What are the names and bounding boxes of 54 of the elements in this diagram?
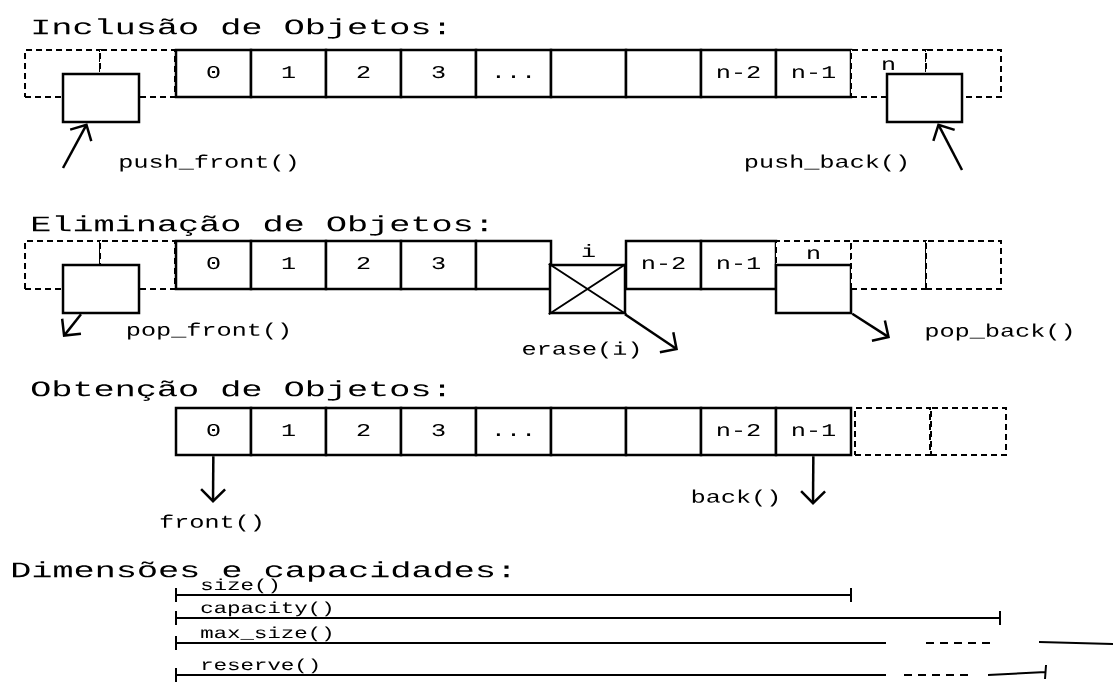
cell: n-2 bbox=[624, 239, 703, 291]
cell: 2 bbox=[324, 48, 403, 99]
function-label: pop_back() bbox=[926, 323, 1072, 341]
cell-label: i bbox=[582, 243, 595, 257]
cell: 3 bbox=[399, 48, 478, 99]
cell: ... bbox=[474, 406, 553, 457]
cell: 1 bbox=[249, 239, 328, 291]
function-label: pop_front() bbox=[128, 322, 288, 340]
deleted-element-box bbox=[547, 262, 628, 316]
section-heading: Obtenção de Objetos: bbox=[31, 380, 445, 401]
dimension-label: capacity() bbox=[201, 601, 331, 617]
arrow bbox=[624, 313, 678, 354]
cell: 0 bbox=[174, 239, 253, 291]
section-heading: Eliminação de Objetos: bbox=[33, 215, 487, 236]
arrow bbox=[60, 313, 82, 337]
arrow bbox=[61, 123, 93, 169]
arrow bbox=[851, 312, 890, 342]
dimension-label: max_size() bbox=[201, 626, 331, 642]
arrow bbox=[200, 456, 226, 503]
cell: ... bbox=[474, 48, 553, 99]
arrow bbox=[932, 123, 964, 171]
cell: n-2 bbox=[699, 48, 778, 99]
cell: n-1 bbox=[774, 406, 853, 457]
dashed-cell: n bbox=[775, 240, 852, 266]
cell: n-1 bbox=[774, 48, 853, 99]
cell: 1 bbox=[249, 406, 328, 457]
cell: 0 bbox=[174, 48, 253, 99]
element-box bbox=[885, 72, 964, 124]
cell: 3 bbox=[399, 406, 478, 457]
dashed-cell bbox=[850, 240, 927, 290]
cell: 1 bbox=[249, 48, 328, 99]
section-heading: Inclusão de Objetos: bbox=[33, 18, 445, 39]
cell bbox=[549, 48, 628, 99]
function-label: push_front() bbox=[120, 154, 296, 172]
cell bbox=[549, 406, 628, 457]
cell: 0 bbox=[174, 406, 253, 457]
function-label: push_back() bbox=[746, 154, 906, 172]
cell: 2 bbox=[324, 406, 403, 457]
function-label: back() bbox=[692, 489, 778, 507]
cell bbox=[624, 48, 703, 99]
cell: 2 bbox=[324, 239, 403, 291]
cell bbox=[474, 239, 553, 291]
cell bbox=[624, 406, 703, 457]
dashed-cell bbox=[854, 407, 931, 456]
dashed-cell bbox=[930, 407, 1007, 456]
cell: 3 bbox=[399, 239, 478, 291]
function-label: erase(i) bbox=[523, 341, 639, 359]
element-box bbox=[61, 263, 141, 315]
dimension-label: reserve() bbox=[202, 658, 318, 674]
cell: n-2 bbox=[699, 406, 778, 457]
function-label: front() bbox=[160, 514, 261, 532]
dashed-cell bbox=[925, 240, 1002, 290]
arrow bbox=[800, 456, 826, 505]
element-box bbox=[61, 72, 141, 124]
